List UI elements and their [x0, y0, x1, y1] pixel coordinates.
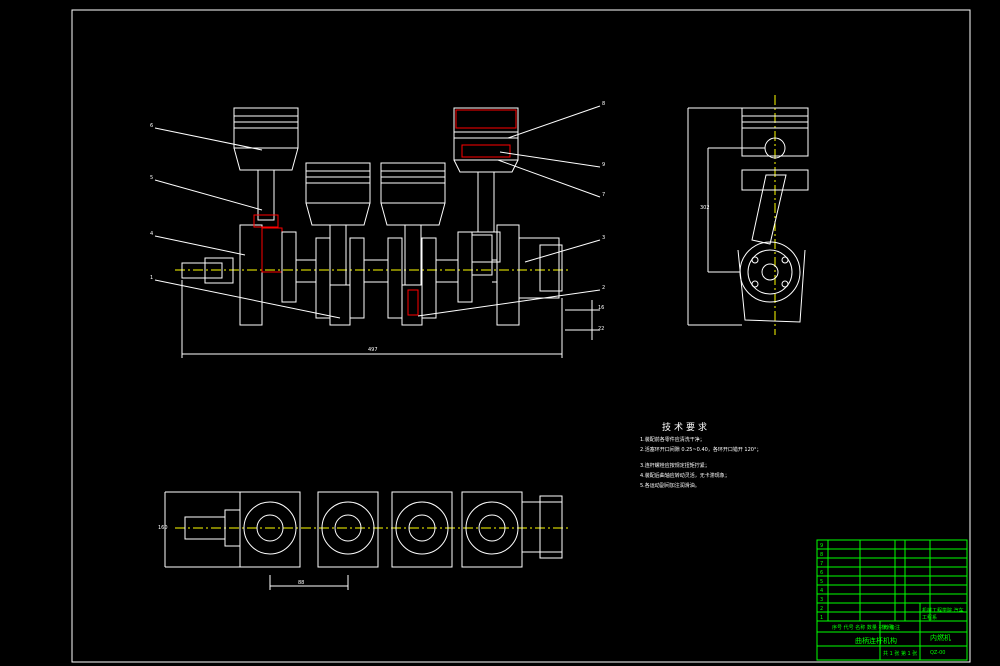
tb-header-code: 代号 — [843, 625, 854, 631]
dim-side-height: 302 — [700, 205, 710, 211]
callout-8: 8 — [602, 101, 606, 107]
callout-5: 5 — [150, 175, 154, 181]
dim-overall-length: 497 — [368, 347, 378, 353]
notes-title: 技术要求 — [662, 423, 711, 433]
tb-row-4: 4 — [820, 588, 824, 594]
tb-row-5: 5 — [820, 579, 824, 585]
dim-right-small-2: 22 — [598, 326, 605, 332]
tb-header-name: 名称 — [855, 625, 866, 631]
tb-header-no: 序号 — [832, 625, 843, 631]
tb-row-1: 1 — [820, 615, 824, 621]
callout-6: 6 — [150, 123, 154, 129]
note-line-2: 2.活塞环开口间隙 0.25~0.40，各环开口错开 120°； — [640, 447, 762, 453]
tb-row-9: 9 — [820, 543, 824, 549]
note-line-1: 1.装配前各零件应清洗干净； — [640, 437, 705, 443]
callout-1: 1 — [150, 275, 154, 281]
dim-bottom-pitch: 88 — [298, 580, 305, 586]
tb-name: 内燃机 — [930, 634, 951, 642]
tb-row-3: 3 — [820, 597, 824, 603]
note-line-3: 3.连杆螺栓应按规定扭矩拧紧； — [640, 463, 710, 469]
dim-bottom-width: 160 — [158, 525, 168, 531]
tb-header-material: 材料 — [878, 625, 889, 631]
tb-drawing-title: 曲柄连杆机构 — [855, 637, 897, 645]
tb-row-6: 6 — [820, 570, 824, 576]
note-line-5: 5.各运动副间加注润滑油。 — [640, 483, 700, 489]
tb-row-2: 2 — [820, 606, 824, 612]
title-block — [816, 539, 968, 661]
callout-4: 4 — [150, 231, 154, 237]
callout-7: 7 — [602, 192, 606, 198]
dim-right-small-1: 16 — [598, 305, 605, 311]
tb-header-remark: 备注 — [890, 625, 901, 631]
tb-scale: 比例 — [883, 625, 894, 631]
tb-school: 机械工程学院 汽车工程系 — [922, 608, 964, 621]
callout-3: 3 — [602, 235, 606, 241]
side-view — [687, 95, 809, 335]
top-view — [164, 491, 570, 590]
callout-9: 9 — [602, 162, 606, 168]
tb-col-header: 序号 代号 名称 数量 材料 备注 — [832, 624, 900, 631]
note-line-4: 4.装配后曲轴应转动灵活，无卡滞现象； — [640, 473, 730, 479]
tb-row-7: 7 — [820, 561, 824, 567]
tb-drawing-number: QZ-00 — [930, 650, 946, 656]
tb-sheet: 共 1 张 第 1 张 — [883, 651, 918, 657]
tb-header-qty: 数量 — [866, 625, 877, 631]
tb-row-8: 8 — [820, 552, 824, 558]
sheet-border — [71, 9, 971, 663]
callout-2: 2 — [602, 285, 606, 291]
front-view — [154, 105, 601, 358]
